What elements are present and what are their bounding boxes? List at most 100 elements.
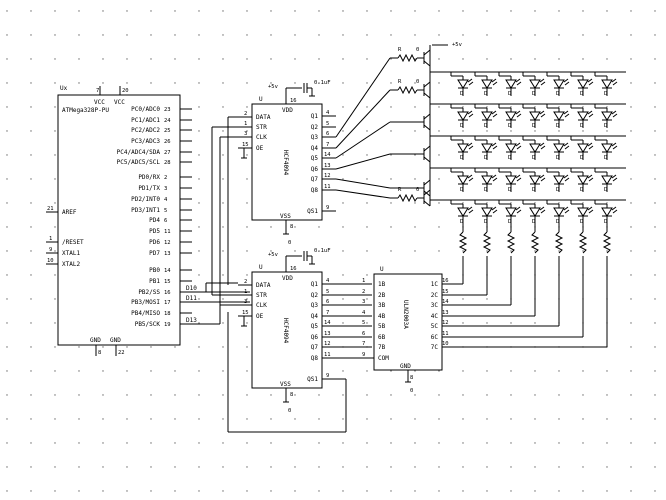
mcu-gnd-pin-1: 8 xyxy=(98,350,101,356)
led-label: D xyxy=(580,91,583,97)
sr2-pin-label: DATA xyxy=(256,282,271,289)
sr1-pin-num: 15 xyxy=(242,142,249,148)
mcu-pin-label: PD4 xyxy=(149,217,160,224)
sr2-pin-label: Q6 xyxy=(311,334,319,341)
sr2-vss-pin: 8 xyxy=(290,392,293,398)
led: D xyxy=(522,168,546,193)
mcu-gnd-label-1: GND xyxy=(90,337,101,344)
mcu-pin-aref: AREF xyxy=(62,209,77,216)
mcu-pin-xtal2: XTAL2 xyxy=(62,261,80,268)
sr2-ref: U xyxy=(259,264,263,271)
row-driver-3 xyxy=(390,113,431,131)
mcu-pin-num: 25 xyxy=(164,128,171,134)
led: D xyxy=(474,136,498,161)
mcu-pin-num: 10 xyxy=(47,258,54,264)
led: D xyxy=(594,104,618,129)
mcu-pin-num: 26 xyxy=(164,139,171,145)
led-label: D xyxy=(508,91,511,97)
led: D xyxy=(498,200,522,225)
sr1-pin-label: Q7 xyxy=(311,176,319,183)
driver-body xyxy=(373,273,443,371)
led-label: D xyxy=(604,123,607,129)
sr1-pin-label: Q8 xyxy=(311,187,319,194)
mcu-pin-label: PB2/SS xyxy=(138,289,160,296)
driver-pin-label: COM xyxy=(378,355,389,362)
column-resistors xyxy=(458,231,612,254)
led-label: D xyxy=(580,123,583,129)
row-drivers: +5v R 0 R 0 xyxy=(390,42,463,207)
sr2-pin-num: 11 xyxy=(324,352,331,358)
led: D xyxy=(546,72,570,97)
uln2003a-driver: U ULN2003A GND 8 0 1B1 2B2 3B3 4B4 5B5 6… xyxy=(336,266,456,394)
mcu-ref: Ux xyxy=(60,85,68,92)
mcu-vcc-pin-1: 7 xyxy=(96,88,99,94)
led-label: D xyxy=(460,187,463,193)
mcu-pin-num: 11 xyxy=(164,229,171,235)
mcu-pin-num: 27 xyxy=(164,150,171,156)
led-label: D xyxy=(484,187,487,193)
led: D xyxy=(474,200,498,225)
sr1-vdd: VDD xyxy=(282,107,293,114)
driver-pin-label: 5B xyxy=(378,323,386,330)
sr2-pin-label: QS1 xyxy=(307,376,318,383)
driver-pin-num: 2 xyxy=(362,289,365,295)
sr2-part: HCF4094 xyxy=(282,318,289,344)
led: D xyxy=(594,72,618,97)
sr2-pin-num: 14 xyxy=(324,320,331,326)
sr2-vss: VSS xyxy=(280,381,291,388)
led: D xyxy=(522,200,546,225)
led: D xyxy=(522,72,546,97)
sr1-vss-pin: 8 xyxy=(290,224,293,230)
led-label: D xyxy=(508,219,511,225)
driver-pin-num: 15 xyxy=(442,289,449,295)
led-label: D xyxy=(556,219,559,225)
driver-pin-num: 10 xyxy=(442,341,449,347)
sr2-pin-num: 4 xyxy=(326,278,330,284)
led-label: D xyxy=(460,155,463,161)
mcu-body xyxy=(57,94,181,346)
mcu-pin-num: 28 xyxy=(164,160,171,166)
row-driver-1: R 0 xyxy=(390,47,431,72)
led: D xyxy=(546,104,570,129)
led-label: D xyxy=(532,187,535,193)
res-label: R xyxy=(398,187,402,193)
led: D xyxy=(474,72,498,97)
sr1-plus5: +5v xyxy=(268,84,279,90)
driver-ref: U xyxy=(380,266,384,273)
led: D xyxy=(498,104,522,129)
mcu-pin-label: PB4/MISO xyxy=(131,310,160,317)
led: D xyxy=(570,72,594,97)
sr2-gnd-num: 0 xyxy=(288,408,291,414)
led-label: D xyxy=(508,187,511,193)
driver-pin-num: 1 xyxy=(362,278,365,284)
led-label: D xyxy=(604,219,607,225)
mcu-pin-label: PD2/INT0 xyxy=(131,196,160,203)
sr2-vdd: VDD xyxy=(282,275,293,282)
led-label: D xyxy=(604,187,607,193)
led-label: D xyxy=(604,91,607,97)
led: D xyxy=(570,168,594,193)
mcu-part: ATMega328P-PU xyxy=(62,107,109,114)
sr1-vss: VSS xyxy=(280,213,291,220)
mcu-pin-num: 13 xyxy=(164,251,171,257)
led-label: D xyxy=(532,123,535,129)
led-label: D xyxy=(580,187,583,193)
driver-pin-num: 9 xyxy=(362,352,365,358)
sr1-pin-label: STR xyxy=(256,124,267,131)
led: D xyxy=(450,168,474,193)
led-label: D xyxy=(460,91,463,97)
driver-pin-label: 1C xyxy=(431,281,439,288)
sr2-pin-num: 6 xyxy=(326,299,329,305)
driver-pin-label: 7B xyxy=(378,344,386,351)
mcu-pin-label: PC0/ADC0 xyxy=(131,106,160,113)
sr2-pin-num: 15 xyxy=(242,310,249,316)
sr1-pin-num: 3 xyxy=(244,131,247,137)
sr2-vdd-pin: 16 xyxy=(290,266,297,272)
driver-gnd-pin: 8 xyxy=(410,375,413,381)
mcu-pin-xtal1: XTAL1 xyxy=(62,250,80,257)
sr2-pin-num: 2 xyxy=(244,279,247,285)
mcu-pin-num: 19 xyxy=(164,322,171,328)
mcu-pin-label: PC4/ADC4/SDA xyxy=(117,149,161,156)
mcu-pin-label: PC5/ADC5/SCL xyxy=(117,159,161,166)
